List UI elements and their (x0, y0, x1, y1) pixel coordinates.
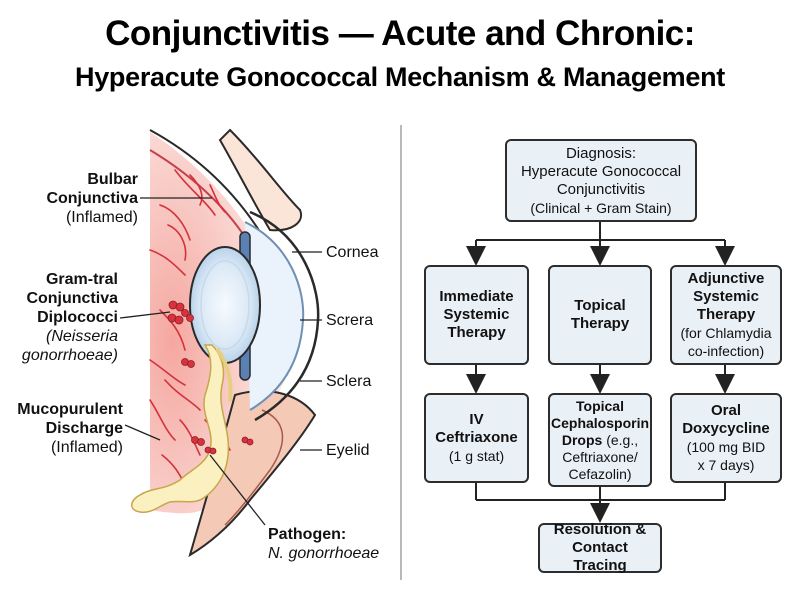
oral-sub: (100 mg BID x 7 days) (686, 439, 766, 473)
oral-doxycycline-box: Oral Doxycycline (100 mg BID x 7 days) (670, 393, 782, 483)
eye-cross-section-illustration (119, 128, 322, 558)
label-cornea: Cornea (326, 244, 379, 261)
page-title: Conjunctivitis — Acute and Chronic: (105, 14, 695, 53)
resolution-box: Resolution & Contact Tracing (538, 521, 662, 574)
drops-title: Topical Cephalosporin Drops (551, 397, 650, 448)
topical-therapy-box: Topical Therapy (548, 265, 652, 365)
diagnosis-box: Diagnosis: Hyperacute Gonococcal Conjunc… (505, 139, 697, 222)
oral-title: Oral Doxycycline (682, 402, 770, 437)
page-subtitle: Hyperacute Gonococcal Mechanism & Manage… (75, 62, 725, 92)
label-screra: Screra (326, 312, 374, 329)
label-pathogen: Pathogen: N. gonorrhoeae (268, 525, 379, 563)
iv-title: IV Ceftriaxone (435, 411, 518, 446)
label-sclera: Sclera (326, 373, 372, 390)
lower-eyelid (188, 390, 317, 558)
drops-sub: (e.g., Ceftriaxone/ Cefazolin) (562, 431, 639, 482)
diagnosis-line4: (Clinical + Gram Stain) (530, 199, 672, 216)
diagnosis-line2: Hyperacute Gonococcal (520, 162, 682, 180)
label-leader-lines (119, 197, 322, 526)
topical-title: Topical Therapy (570, 297, 630, 332)
label-eyelid: Eyelid (326, 442, 370, 459)
brow-skin (218, 128, 303, 232)
adjunctive-title: Adjunctive Systemic Therapy (687, 270, 765, 323)
immediate-title: Immediate Systemic Therapy (439, 288, 514, 341)
label-mucopurulent-discharge: Mucopurulent Discharge (Inflamed) (8, 400, 123, 457)
label-discharge-title: Mucopurulent Discharge (17, 401, 123, 437)
drops-text: Topical Cephalosporin Drops (e.g., Ceftr… (551, 398, 649, 483)
adjunctive-systemic-therapy-box: Adjunctive Systemic Therapy (for Chlamyd… (670, 265, 782, 365)
diagnosis-line1: Diagnosis: (565, 144, 637, 162)
resolution-title: Resolution & Contact Tracing (553, 521, 647, 574)
iv-ceftriaxone-box: IV Ceftriaxone (1 g stat) (424, 393, 529, 483)
diagnosis-line3: Conjunctivitis (556, 180, 646, 198)
adjunctive-sub: (for Chlamydia co-infection) (680, 325, 772, 359)
iv-sub: (1 g stat) (448, 448, 505, 464)
immediate-systemic-therapy-box: Immediate Systemic Therapy (424, 265, 529, 365)
label-diplococci: Gram-tral Conjunctiva Diplococci (Neisse… (10, 270, 118, 365)
label-bulbar-conjunctiva: Bulbar Conjunctiva (Inflamed) (20, 170, 138, 227)
label-bulbar-sub: (Inflamed) (65, 209, 138, 226)
diplococci-clusters (167, 300, 254, 455)
label-discharge-sub: (Inflamed) (50, 439, 123, 456)
label-pathogen-title: Pathogen: (268, 526, 347, 543)
label-diplococci-sub: (Neisseria gonorrhoeae) (21, 328, 118, 364)
label-pathogen-sub: N. gonorrhoeae (268, 545, 380, 562)
discharge (131, 344, 230, 514)
label-bulbar-title: Bulbar Conjunctiva (46, 171, 138, 207)
label-diplococci-title: Gram-tral Conjunctiva Diplococci (26, 271, 118, 326)
topical-cephalosporin-box: Topical Cephalosporin Drops (e.g., Ceftr… (548, 393, 652, 487)
panel-divider (400, 125, 402, 580)
